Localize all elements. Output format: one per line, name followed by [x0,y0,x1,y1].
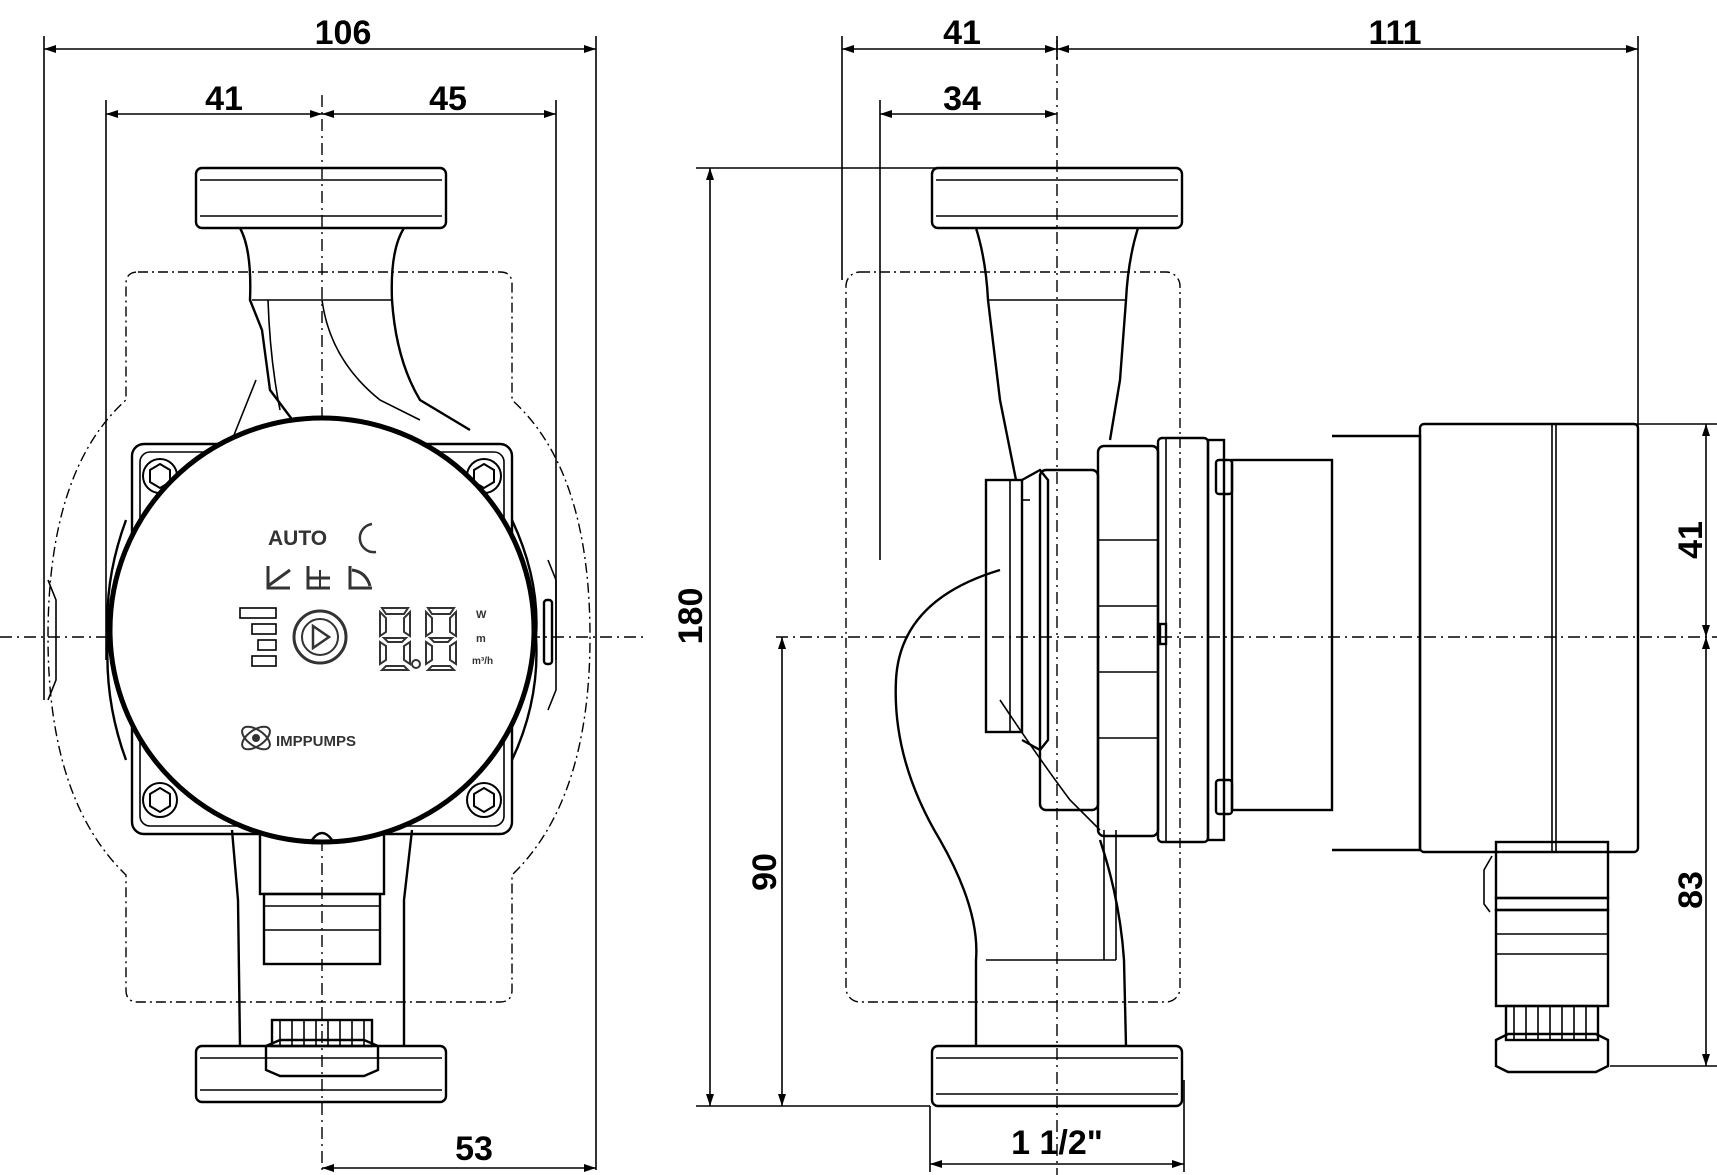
side-view: 41 111 34 180 90 41 83 1 1/2" [672,14,1717,1175]
proportional-curve-icon [266,566,291,590]
bottom-flange [194,1044,448,1104]
bolt-bottom-right-icon [466,782,502,818]
unit-w: W [476,609,487,621]
dim-overall-width: 106 [315,14,372,52]
bolt-bottom-left-icon [142,782,178,818]
dim-top-right: 111 [1369,14,1422,52]
cable-gland [1483,840,1610,1074]
unit-m3h: m³/h [472,656,493,667]
ghost-envelope [47,271,591,1003]
play-icon[interactable] [292,609,348,665]
dim-inner: 34 [943,80,981,118]
side-ghost-envelope [845,271,1181,1003]
dim-right-half: 45 [429,80,467,118]
dim-height: 180 [672,588,710,645]
side-top-flange [930,166,1184,230]
side-bracket [984,478,1024,734]
unit-m: m [476,633,486,645]
dim-thread: 1 1/2" [1011,1124,1103,1162]
brand-logo: IMPPUMPS [241,725,356,751]
dim-bottom-half: 53 [455,1130,493,1168]
side-motor-cylinder [1418,422,1640,854]
side-bottom-flange [930,1044,1184,1108]
seven-segment-display [379,607,457,671]
dim-top-left: 41 [943,14,981,52]
moon-icon [358,522,377,554]
constant-curve-icon [348,566,372,590]
brand-logo-text: IMPPUMPS [276,733,356,750]
dim-half-height: 90 [746,853,784,891]
front-view: 106 41 45 53 [0,14,645,1172]
dim-motor-upper: 41 [1672,521,1710,559]
dim-left-half: 41 [205,80,243,118]
constant-pressure-icon [306,566,330,590]
control-panel: AUTO [239,522,493,751]
mode-bars-icon [239,607,277,667]
top-flange [194,166,448,230]
auto-label: AUTO [268,527,327,550]
dim-motor-lower: 83 [1672,871,1710,909]
